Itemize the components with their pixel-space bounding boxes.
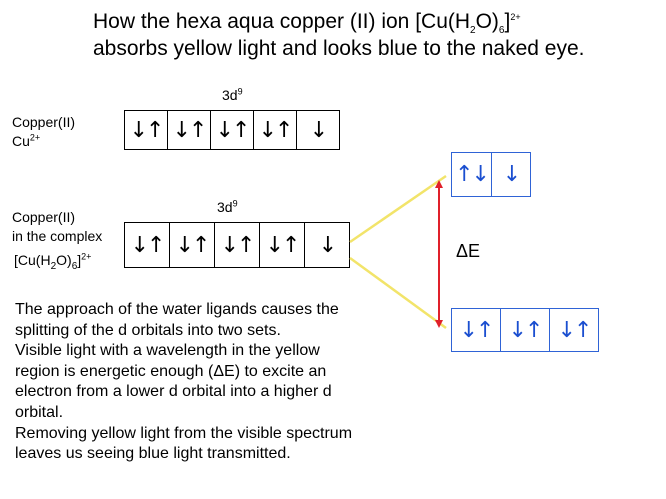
orbital-box: ↓↑ bbox=[500, 308, 550, 352]
orbital-box: ↓↑ bbox=[124, 222, 170, 268]
split-line-lower bbox=[349, 256, 447, 330]
orbital-box: ↓ bbox=[304, 222, 350, 268]
orbital-box: ↓↑ bbox=[124, 110, 168, 150]
orbital-box: ↑↓ bbox=[451, 152, 492, 197]
title-line-1: How the hexa aqua copper (II) ion [Cu(H2… bbox=[93, 10, 521, 37]
explanation-line: Removing yellow light from the visible s… bbox=[15, 424, 353, 442]
orbital-box: ↓ bbox=[296, 110, 340, 150]
explanation-line: orbital. bbox=[15, 403, 64, 421]
free-ion-label: Copper(II) Cu2+ bbox=[12, 114, 76, 149]
orbital-box: ↓↑ bbox=[253, 110, 297, 150]
explanation-line: Visible light with a wavelength in the y… bbox=[15, 342, 320, 360]
orbital-box: ↓↑ bbox=[451, 308, 501, 352]
upper-orbital-set: ↑↓ ↓ bbox=[451, 152, 531, 197]
free-ion-orbital-boxes: ↓↑ ↓↑ ↓↑ ↓↑ ↓ bbox=[124, 110, 340, 150]
orbital-box: ↓ bbox=[491, 152, 531, 197]
explanation-line: region is energetic enough (ΔE) to excit… bbox=[15, 362, 327, 380]
explanation-line: electron from a lower d orbital into a h… bbox=[15, 383, 332, 401]
split-line-upper bbox=[349, 174, 447, 244]
explanation-line: leaves us seeing blue light transmitted. bbox=[15, 445, 291, 463]
complex-config-label: 3d9 bbox=[217, 198, 238, 215]
diagram-title: How the hexa aqua copper (II) ion [Cu(H2… bbox=[93, 8, 653, 62]
orbital-box: ↓↑ bbox=[549, 308, 599, 352]
lower-orbital-set: ↓↑ ↓↑ ↓↑ bbox=[451, 308, 599, 352]
title-line-2: absorbs yellow light and looks blue to t… bbox=[93, 37, 585, 60]
complex-orbital-boxes: ↓↑ ↓↑ ↓↑ ↓↑ ↓ bbox=[124, 222, 350, 268]
complex-label: Copper(II) in the complex [Cu(H2O)6]2+ bbox=[12, 209, 103, 272]
explanation-line: The approach of the water ligands causes… bbox=[15, 301, 339, 318]
energy-gap-label: ΔE bbox=[456, 241, 481, 261]
free-ion-config-label: 3d9 bbox=[222, 86, 243, 103]
complex-formula: [Cu(H2O)6]2+ bbox=[14, 251, 92, 272]
explanation-text: The approach of the water ligands causes… bbox=[15, 300, 415, 465]
explanation-line: splitting of the d orbitals into two set… bbox=[15, 321, 281, 339]
orbital-box: ↓↑ bbox=[214, 222, 260, 268]
orbital-box: ↓↑ bbox=[259, 222, 305, 268]
